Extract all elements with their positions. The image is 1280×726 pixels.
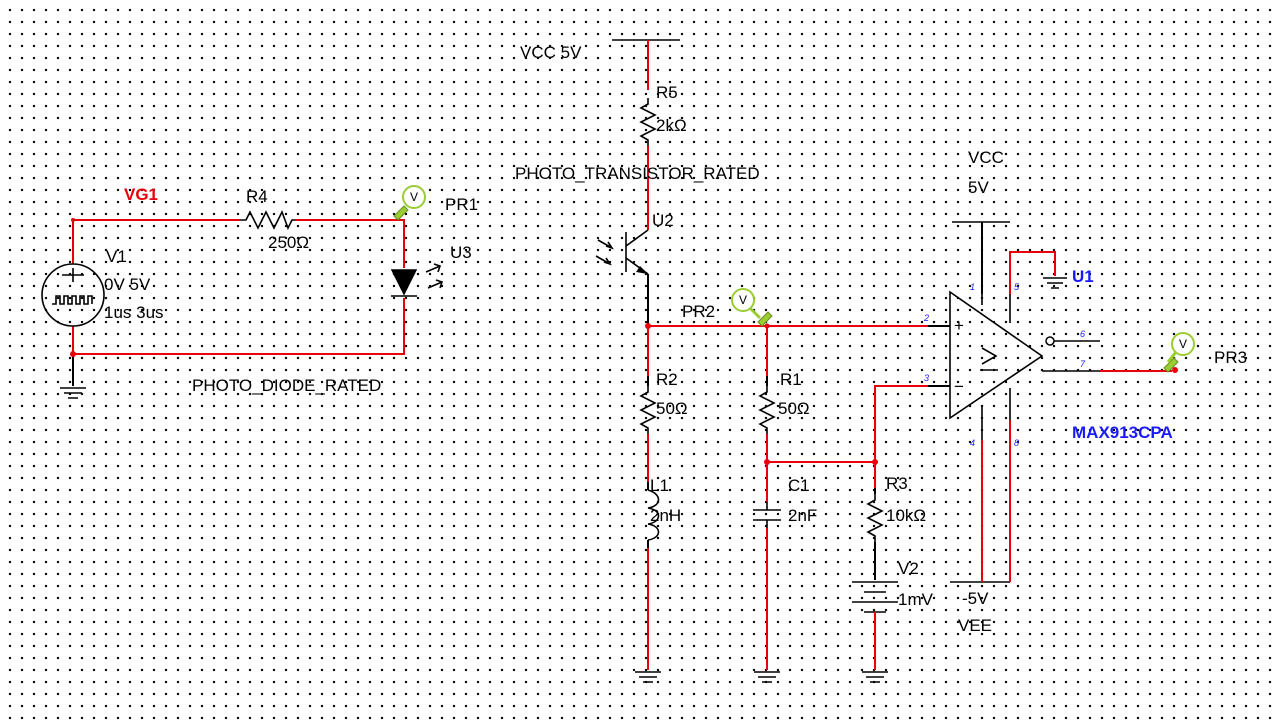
r5-value: 2kΩ bbox=[656, 116, 687, 135]
pr1-label: PR1 bbox=[445, 195, 478, 214]
ground-u1 bbox=[1043, 277, 1067, 289]
probe-pr1-glyph: V bbox=[410, 190, 418, 204]
pr3-label: PR3 bbox=[1214, 348, 1247, 367]
v2-name: V2 bbox=[898, 559, 919, 578]
v1-timing: 1us 3us bbox=[104, 303, 164, 322]
filter-branch bbox=[753, 323, 928, 683]
probe-pr3[interactable]: V bbox=[1163, 332, 1195, 373]
ground-v1 bbox=[60, 387, 86, 399]
probe-pr3-glyph: V bbox=[1179, 337, 1187, 351]
r5-name: R5 bbox=[656, 83, 678, 102]
probe-pr2-glyph: V bbox=[739, 293, 747, 307]
pin-7: 7 bbox=[1080, 359, 1086, 369]
pin-8: 8 bbox=[1014, 438, 1019, 448]
r4-value: 250Ω bbox=[268, 233, 309, 252]
inductor-l1[interactable] bbox=[647, 489, 660, 541]
resistor-r5[interactable] bbox=[639, 98, 657, 146]
phototransistor-branch: V bbox=[595, 39, 928, 683]
labels: VCC 5V R5 2kΩ PHOTO_TRANSISTOR_RATED U2 … bbox=[104, 43, 1247, 635]
capacitor-c1[interactable] bbox=[753, 502, 781, 528]
vg1-label: VG1 bbox=[124, 185, 158, 204]
r3-value: 10kΩ bbox=[886, 506, 926, 525]
pin-1: 1 bbox=[970, 282, 975, 292]
v1-name: V1 bbox=[106, 247, 127, 266]
comparator-part-label: MAX913CPA bbox=[1072, 423, 1173, 442]
probe-pr1[interactable]: V bbox=[393, 185, 426, 221]
r1-value: 50Ω bbox=[778, 399, 810, 418]
c1-name: C1 bbox=[788, 476, 810, 495]
u3-label: U3 bbox=[450, 243, 472, 262]
pr2-label: PR2 bbox=[682, 302, 715, 321]
resistor-r3[interactable] bbox=[866, 494, 884, 542]
svg-text:−: − bbox=[954, 377, 964, 396]
vcc-top-label: VCC 5V bbox=[520, 43, 582, 62]
resistor-r1[interactable] bbox=[758, 386, 776, 434]
probe-pr2[interactable]: V bbox=[731, 288, 773, 327]
ground-l1 bbox=[635, 671, 661, 683]
pin-3: 3 bbox=[924, 373, 929, 383]
svg-text:+: + bbox=[954, 316, 964, 335]
left-circuit: V bbox=[41, 185, 444, 399]
vee-value: -5V bbox=[962, 589, 989, 608]
resistor-r4[interactable] bbox=[240, 210, 296, 230]
battery-v2[interactable] bbox=[852, 581, 898, 613]
phototransistor-u2[interactable] bbox=[595, 229, 649, 275]
vcc-right-label: VCC bbox=[968, 148, 1004, 167]
photodiode-u3[interactable] bbox=[390, 263, 444, 297]
photodiode-label: PHOTO_DIODE_RATED bbox=[192, 376, 381, 395]
r1-name: R1 bbox=[780, 370, 802, 389]
pin-5: 5 bbox=[1014, 282, 1020, 292]
v1-amplitude: 0V 5V bbox=[104, 275, 151, 294]
pin-4: 4 bbox=[970, 438, 975, 448]
r2-name: R2 bbox=[656, 370, 678, 389]
phototransistor-label: PHOTO_TRANSISTOR_RATED bbox=[515, 164, 760, 183]
u1-label: U1 bbox=[1072, 267, 1094, 286]
pin-6: 6 bbox=[1080, 329, 1085, 339]
vcc-right-value: 5V bbox=[968, 178, 989, 197]
pin-2: 2 bbox=[923, 313, 929, 323]
l1-name: L1 bbox=[650, 476, 669, 495]
r4-name: R4 bbox=[246, 187, 268, 206]
resistor-r2[interactable] bbox=[639, 386, 657, 434]
v2-value: 1mV bbox=[898, 590, 934, 609]
u2-label: U2 bbox=[652, 211, 674, 230]
c1-value: 2nF bbox=[788, 506, 817, 525]
r2-value: 50Ω bbox=[656, 399, 688, 418]
ground-c1 bbox=[754, 671, 780, 683]
comparator-u1[interactable]: + − 2 3 1 5 4 8 6 7 bbox=[923, 221, 1172, 583]
vee-label: VEE bbox=[958, 616, 992, 635]
ground-v2 bbox=[862, 671, 888, 683]
l1-value: 2nH bbox=[650, 506, 681, 525]
pulse-source-v1[interactable] bbox=[41, 263, 105, 327]
r3-name: R3 bbox=[886, 474, 908, 493]
